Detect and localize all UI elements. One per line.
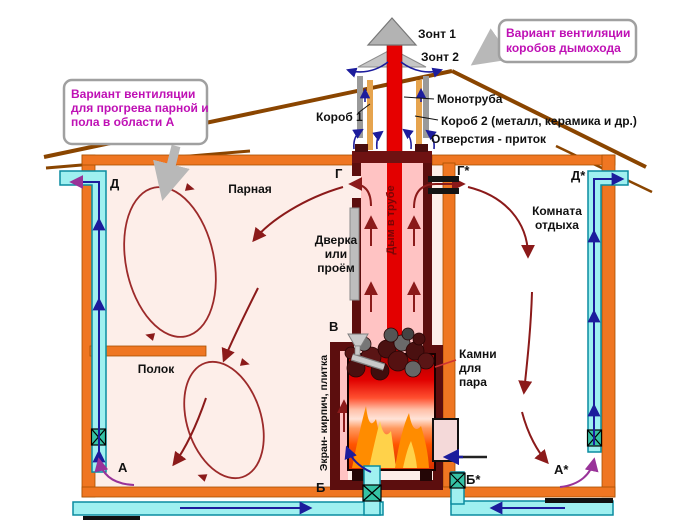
flame xyxy=(403,441,417,468)
flame xyxy=(395,413,429,468)
floor-intake-arrows xyxy=(94,457,599,488)
callout-right: Вариант вентиляции коробов дымохода xyxy=(470,18,638,66)
stove-base xyxy=(330,480,443,490)
shelf-polok xyxy=(89,345,207,357)
duct-flow-arrows xyxy=(69,172,625,515)
duct-left-wall xyxy=(59,170,107,473)
point-d: Д xyxy=(110,176,120,191)
door-label-3: проём xyxy=(317,261,355,275)
screen-label: Экран- кирпич, плитка xyxy=(318,355,330,471)
point-g: Г xyxy=(335,166,343,181)
point-g-star: Г* xyxy=(457,163,470,178)
point-letters: Д Д* Г Г* В А А* Б Б* xyxy=(110,163,586,495)
hatch-valve xyxy=(449,472,466,489)
point-a-star: А* xyxy=(554,462,569,477)
steam-room-label: Парная xyxy=(228,182,272,196)
chimney-channel-left xyxy=(361,163,387,353)
point-v: В xyxy=(329,319,338,334)
callout-left-line2: для прогрева парной и xyxy=(71,101,209,115)
door-label-1: Дверка xyxy=(315,233,358,247)
hatch-valve xyxy=(362,484,382,502)
chimney-channel-right xyxy=(402,163,423,353)
point-d-star: Д* xyxy=(571,168,586,183)
door-or-opening xyxy=(349,207,360,301)
korob1-left-bar xyxy=(357,76,363,138)
korob2-right-bar xyxy=(416,80,422,150)
callout-left-line3: пола в области А xyxy=(71,115,175,129)
stones-label-2: для xyxy=(459,361,481,375)
zont1-label: Зонт 1 xyxy=(418,27,456,41)
callout-left: Вариант вентиляции для прогрева парной и… xyxy=(62,78,209,202)
chimney-interior: Дым в трубе xyxy=(348,163,466,363)
wall-top-left xyxy=(81,154,355,166)
stove-leg xyxy=(352,470,364,481)
water-funnel xyxy=(347,333,386,371)
korob2-label: Короб 2 (металл, керамика и др.) xyxy=(441,114,637,128)
zont2-label: Зонт 2 xyxy=(421,50,459,64)
shelf-label: Полок xyxy=(138,362,175,376)
stones-label-1: Камни xyxy=(459,347,497,361)
air-stream-arrows xyxy=(172,186,549,467)
chimney-labels: Зонт 1 Зонт 2 Короб 1 Монотруба Короб 2 … xyxy=(316,27,637,146)
stove-screen-right xyxy=(433,350,443,482)
stove xyxy=(330,327,487,490)
callout-right-line1: Вариант вентиляции xyxy=(506,26,630,40)
korob2-left-bar xyxy=(367,80,373,150)
vent-damper-bar-top xyxy=(428,176,459,182)
door-label-2: или xyxy=(325,247,347,261)
korob1-label: Короб 1 xyxy=(316,110,363,124)
stones-label-3: пара xyxy=(459,375,487,389)
vent-damper-bar-bottom xyxy=(428,188,459,194)
chimney-top xyxy=(346,17,443,165)
chimney-wall-right xyxy=(423,163,432,353)
callout-right-line2: коробов дымохода xyxy=(506,41,621,55)
chimney-core xyxy=(387,163,402,363)
callout-left-line1: Вариант вентиляции xyxy=(71,87,195,101)
flame xyxy=(369,421,396,468)
stove-leg xyxy=(420,470,432,481)
point-b: Б xyxy=(316,480,325,495)
monotruba-label: Монотруба xyxy=(437,92,503,106)
wall-right xyxy=(601,154,616,498)
smoke-in-pipe-label: Дым в трубе xyxy=(385,185,397,254)
point-b-star: Б* xyxy=(466,472,481,487)
korob1-right-bar xyxy=(423,76,429,138)
room-labels: Парная Комната отдыха Полок Дверка или п… xyxy=(138,182,582,471)
rest-room-label-2: отдыха xyxy=(535,218,579,232)
rest-room-label-1: Комната xyxy=(532,204,582,218)
stove-screen-left xyxy=(330,345,340,490)
zont1-cap xyxy=(366,17,418,46)
chimney-wall-left-upper xyxy=(352,163,361,176)
chimney-pipe xyxy=(386,43,403,165)
ash-box xyxy=(432,418,459,462)
point-a: А xyxy=(118,460,128,475)
roof-collar xyxy=(352,151,432,163)
otverstiya-label: Отверстия - приток xyxy=(431,132,547,146)
